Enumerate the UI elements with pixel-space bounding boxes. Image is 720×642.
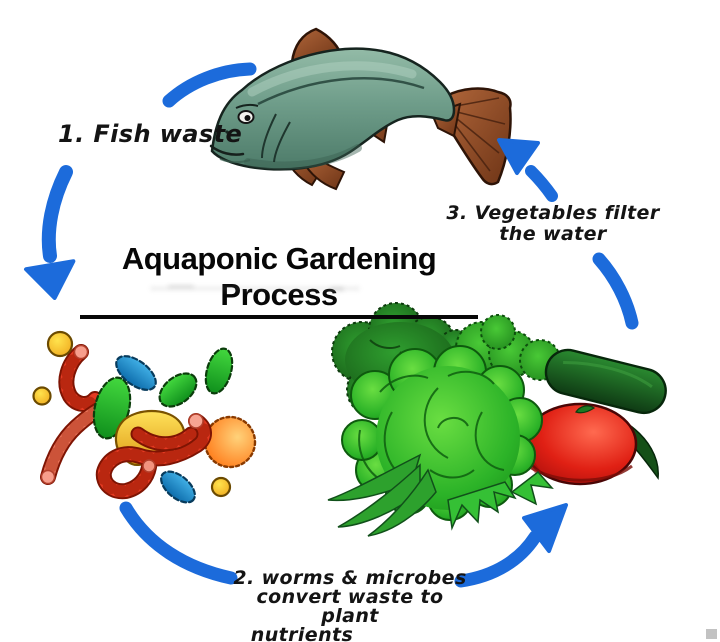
- worm-main: [95, 413, 212, 500]
- spiky-leaves: [327, 453, 437, 537]
- step2-line3: nutrients: [250, 624, 354, 642]
- fish-eyebrow: [235, 103, 259, 109]
- arrow-down-to-worms: [24, 165, 76, 300]
- arrowhead-down: [24, 259, 76, 300]
- worms-microbes-illustration: [32, 330, 257, 504]
- step2-line1: 2. worms & microbes: [233, 567, 467, 589]
- microbe-yellow-dot-right: [210, 476, 232, 498]
- bacteria-blue-pill-bottom: [160, 470, 196, 504]
- microbe-yellow-dot-small: [32, 386, 52, 406]
- bacteria-blue-pill-top: [115, 355, 157, 391]
- arrow-to-fish-tail: [497, 138, 558, 202]
- corner-watermark-artifact: [706, 629, 717, 639]
- arrow-arc-vegetables-to-label: [592, 252, 639, 330]
- fish-gill-line: [261, 113, 277, 159]
- microbe-yellow-dot: [46, 330, 74, 358]
- fish-chin-crease: [219, 158, 251, 164]
- fish-nostril: [225, 130, 229, 134]
- fish-eye-pupil: [244, 115, 251, 121]
- cucumber: [544, 348, 667, 415]
- step2-worms-label: 2. worms & microbes convert waste to pla…: [226, 569, 474, 642]
- step3-line1: 3. Vegetables filter: [446, 202, 660, 224]
- step3-vegetables-label: 3. Vegetables filter the water: [444, 203, 662, 245]
- worm-across-blob: [130, 426, 199, 452]
- step2-line2: convert waste to plant: [256, 586, 444, 627]
- step3-line2: the water: [499, 223, 607, 245]
- vegetables-illustration: [327, 302, 667, 537]
- bacteria-green-pill-right: [204, 347, 234, 395]
- worm-tip: [73, 344, 89, 360]
- arrowhead-up-right: [522, 503, 568, 553]
- fish-illustration: [209, 27, 512, 191]
- fish-belly-shadow: [244, 144, 362, 170]
- diagram-title: Aquaponic Gardening Process: [80, 241, 478, 319]
- arrow-arc-fish-to-waste: [162, 62, 257, 108]
- arrowhead-up-left: [497, 138, 540, 175]
- fish-back-highlight: [247, 61, 417, 97]
- worm-tip: [40, 469, 56, 485]
- lettuce-ruffles: [358, 370, 505, 485]
- step1-fish-waste-label: 1. Fish waste: [58, 120, 243, 148]
- bacteria-green-pill-mid: [158, 372, 198, 408]
- calyx-leaves: [447, 470, 554, 531]
- tomato-stem: [575, 405, 596, 414]
- worm-upper-curl: [58, 344, 103, 412]
- faint-smudge: [330, 287, 344, 291]
- fish-mouth: [209, 144, 245, 156]
- fish-gill-line-2: [273, 121, 291, 163]
- arrow-arc-worms-to-label: [119, 501, 238, 585]
- worm-tip: [188, 413, 204, 429]
- fish-lateral-line: [257, 77, 425, 106]
- arrow-up-to-vegetables: [454, 503, 568, 588]
- faint-smudge: [168, 285, 194, 288]
- worm-tip: [142, 459, 156, 473]
- faint-smudge: [150, 286, 360, 291]
- cycle-arrows: [24, 62, 639, 588]
- tail-fin-rays: [452, 97, 506, 172]
- microbe-orange-ball: [203, 415, 257, 469]
